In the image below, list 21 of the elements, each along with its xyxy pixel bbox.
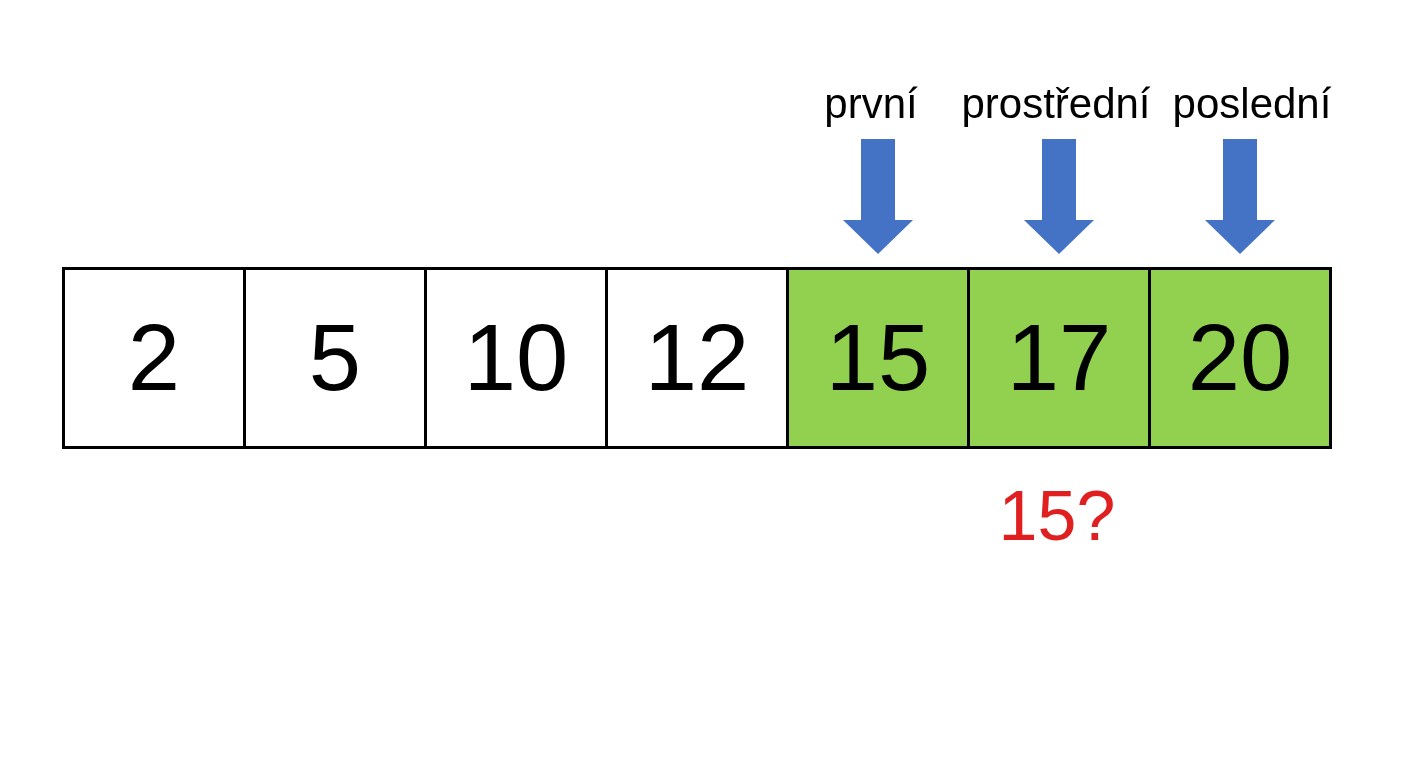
block-arrow — [1024, 139, 1094, 254]
block-arrow — [843, 139, 913, 254]
array-cell — [62, 267, 246, 449]
pointer-label: první — [824, 80, 918, 128]
cell-value: 15 — [825, 304, 931, 412]
array-cell — [605, 267, 789, 449]
cell-value: 17 — [1006, 304, 1112, 412]
pointer-label: poslední — [1172, 80, 1332, 128]
array-cell — [1148, 267, 1332, 449]
array-cell — [786, 267, 970, 449]
cell-value: 12 — [644, 304, 750, 412]
cell-value: 10 — [463, 304, 569, 412]
pointer-label: prostřední — [961, 80, 1151, 128]
cell-value: 5 — [308, 304, 362, 412]
array-cell — [967, 267, 1151, 449]
search-value: 15? — [998, 476, 1116, 557]
array-cell — [424, 267, 608, 449]
cell-value: 2 — [127, 304, 181, 412]
block-arrow — [1205, 139, 1275, 254]
cell-value: 20 — [1187, 304, 1293, 412]
array-cell — [243, 267, 427, 449]
